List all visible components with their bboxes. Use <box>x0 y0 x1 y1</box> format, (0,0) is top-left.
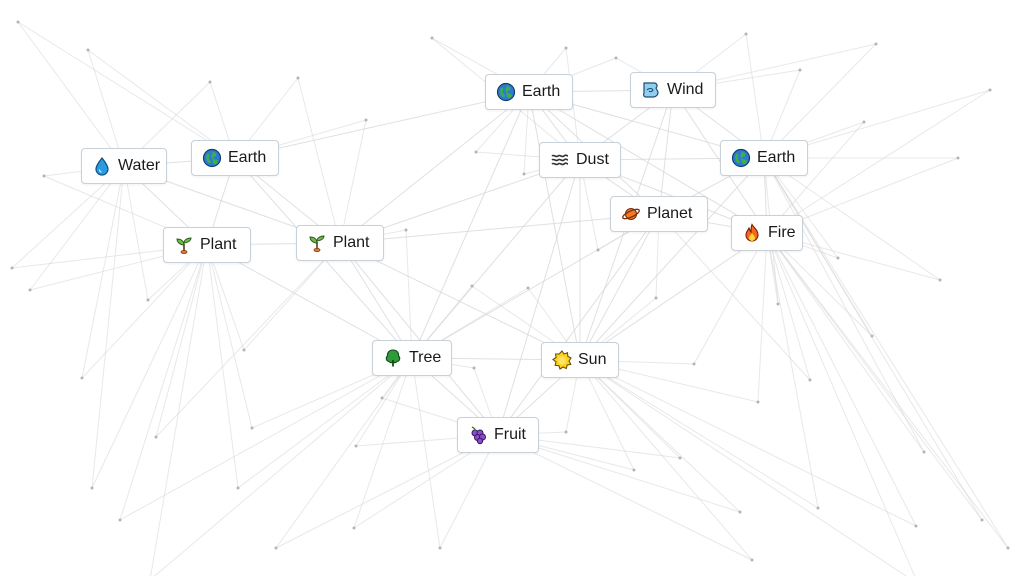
element-sun[interactable]: Sun <box>541 342 619 378</box>
element-fruit[interactable]: Fruit <box>457 417 539 453</box>
element-water[interactable]: Water <box>81 148 167 184</box>
element-tree[interactable]: Tree <box>372 340 452 376</box>
element-label: Plant <box>333 234 370 251</box>
element-label: Wind <box>667 81 704 98</box>
element-label: Fruit <box>494 426 526 443</box>
earth-globe-icon <box>496 82 516 102</box>
element-wind[interactable]: Wind <box>630 72 716 108</box>
element-plant[interactable]: Plant <box>163 227 251 263</box>
element-earth[interactable]: Earth <box>485 74 573 110</box>
element-label: Sun <box>578 351 607 368</box>
element-label: Earth <box>228 149 267 166</box>
tree-icon <box>383 348 403 368</box>
fire-icon <box>742 223 762 243</box>
seedling-icon <box>174 235 194 255</box>
element-label: Earth <box>757 149 796 166</box>
wind-icon <box>641 80 661 100</box>
element-earth[interactable]: Earth <box>191 140 279 176</box>
grapes-icon <box>468 425 488 445</box>
element-label: Dust <box>576 151 609 168</box>
sun-icon <box>552 350 572 370</box>
element-dust[interactable]: Dust <box>539 142 621 178</box>
element-label: Tree <box>409 349 442 366</box>
element-label: Plant <box>200 236 237 253</box>
element-label: Planet <box>647 205 693 222</box>
earth-globe-icon <box>202 148 222 168</box>
element-label: Fire <box>768 224 796 241</box>
earth-globe-icon <box>731 148 751 168</box>
dust-icon <box>550 150 570 170</box>
element-fire[interactable]: Fire <box>731 215 803 251</box>
element-planet[interactable]: Planet <box>610 196 708 232</box>
seedling-icon <box>307 233 327 253</box>
water-drop-icon <box>92 156 112 176</box>
element-label: Earth <box>522 83 561 100</box>
element-earth[interactable]: Earth <box>720 140 808 176</box>
element-plant[interactable]: Plant <box>296 225 384 261</box>
element-label: Water <box>118 157 161 174</box>
ringed-planet-icon <box>621 204 641 224</box>
